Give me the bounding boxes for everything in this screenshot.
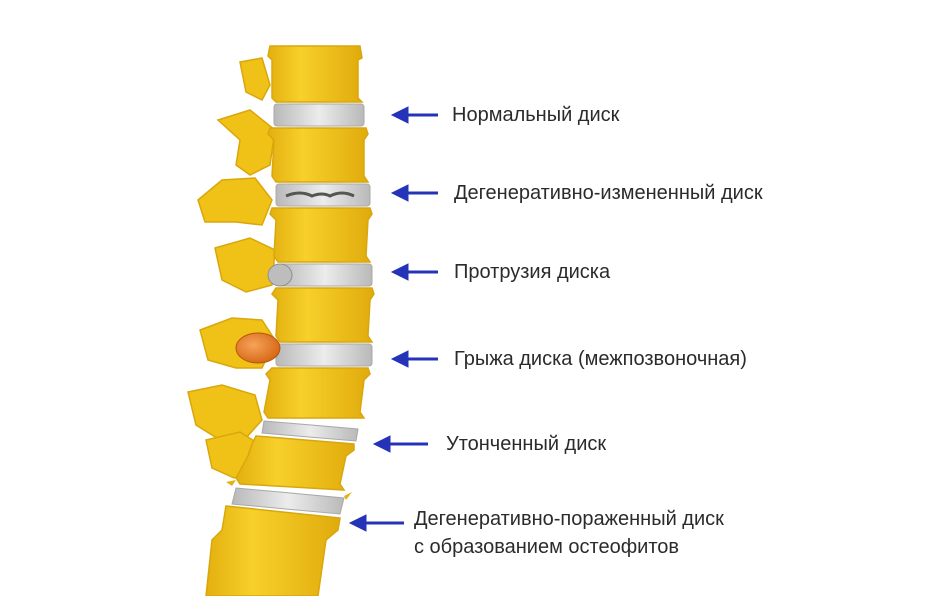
pointer-arrows xyxy=(348,106,438,532)
vertebra xyxy=(267,127,370,183)
label-hernia: Грыжа диска (межпозвоночная) xyxy=(454,348,747,370)
label-protrusion: Протрузия диска xyxy=(454,261,611,283)
disc-degenerative-affected xyxy=(231,487,345,515)
arrow-left-icon xyxy=(390,263,438,281)
arrow-left-icon xyxy=(372,435,428,453)
label-degenerative-affected-line1: Дегенеративно-пораженный диск xyxy=(414,508,724,530)
arrow-left-icon xyxy=(390,106,438,124)
vertebra xyxy=(271,287,375,343)
label-thinned-disc: Утонченный диск xyxy=(446,433,607,455)
label-normal-disc: Нормальный диск xyxy=(452,104,620,126)
vertebra xyxy=(205,505,341,596)
vertebra xyxy=(263,367,371,419)
vertebra xyxy=(269,207,373,263)
vertebra xyxy=(267,45,364,103)
hernia-bulge xyxy=(235,332,281,364)
arrow-left-icon xyxy=(348,514,404,532)
vertebra xyxy=(235,435,355,491)
disc-thinned xyxy=(261,420,359,442)
arrow-left-icon xyxy=(390,350,438,368)
disc-hernia xyxy=(275,343,373,367)
disc-normal xyxy=(273,103,365,127)
arrow-left-icon xyxy=(390,184,438,202)
posterior-processes xyxy=(187,57,276,479)
label-degenerative-changed-disc: Дегенеративно-измененный диск xyxy=(454,182,763,204)
protrusion-bulge xyxy=(267,263,293,287)
label-degenerative-affected-line2: с образованием остеофитов xyxy=(414,536,680,558)
vertebral-column xyxy=(205,45,375,596)
